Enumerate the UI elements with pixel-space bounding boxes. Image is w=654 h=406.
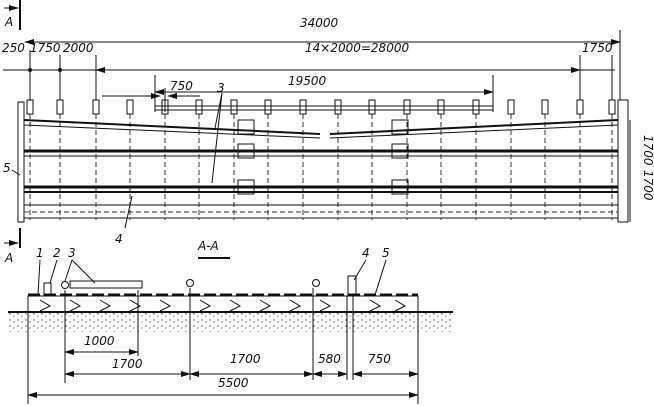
cut-marker-bottom: A [4,228,21,265]
dim-total: 34000 [300,16,339,30]
dim-250: 250 [2,41,25,55]
dim-1700-b: 1700 [230,352,261,366]
dim-1700-a: 1700 [112,357,143,371]
post [403,99,411,115]
section-title: A-A [197,239,219,253]
section-view: A-A 1 2 3 4 5 [8,239,453,404]
callout-4: 4 [362,246,370,260]
post [472,99,480,115]
post [92,99,100,115]
dim-2000: 2000 [63,41,94,55]
callout-3-plan: 3 [217,81,225,95]
post [56,99,64,115]
post [608,99,616,115]
dim-5500: 5500 [218,376,249,390]
cut-label-top: A [4,15,13,29]
section-dimensions: 1000 1700 1700 580 750 5500 [27,288,419,404]
post [507,99,515,115]
post [26,99,34,115]
post [368,99,376,115]
callout-5: 5 [382,246,390,260]
post [299,99,307,115]
plan-dimensions: 34000 250 1750 2000 14×2000=28000 1750 1… [2,16,621,112]
callout-1: 1 [36,246,44,260]
dim-750-section: 750 [368,352,391,366]
dim-750-plan: 750 [170,79,193,93]
dim-1750-right: 1750 [582,41,613,55]
rail-joints [237,119,409,195]
callout-5-plan: 5 [3,161,11,175]
post [230,99,238,115]
cut-marker-top: A [4,0,21,30]
dim-spacing: 14×2000=28000 [305,41,409,55]
post [437,99,445,115]
dim-side-1700-b: 1700 [641,170,654,201]
post [126,99,134,115]
post [264,99,272,115]
section-callouts: 1 2 3 4 5 [36,246,390,296]
callout-2: 2 [53,246,61,260]
dim-580: 580 [318,352,341,366]
dim-1750-left: 1750 [30,41,61,55]
post [334,99,342,115]
post [576,99,584,115]
callout-4-plan: 4 [115,232,123,246]
post [541,99,549,115]
callout-3: 3 [68,246,76,260]
dim-19500: 19500 [288,74,327,88]
post [195,99,203,115]
plan-view: 3 5 4 1700 1700 [3,81,654,246]
cut-label-bottom: A [4,251,13,265]
dim-1000: 1000 [84,334,115,348]
dim-side-1700-a: 1700 [641,135,654,166]
